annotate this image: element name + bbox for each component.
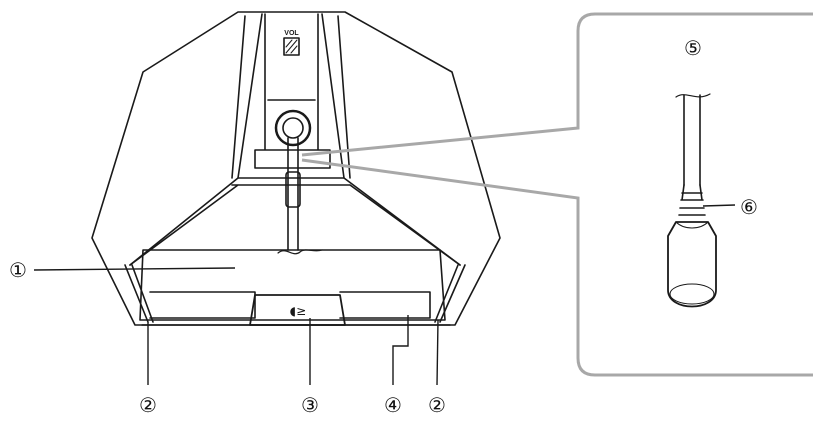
mic-strain-relief [678,184,706,216]
mic-head [667,221,717,308]
base-front-inner [149,291,431,319]
callout-2-right: ② [428,395,446,417]
leader-6 [702,204,736,207]
callout-5: ⑤ [684,38,702,60]
callout-frame [301,12,813,377]
mic-cable-cut [675,93,711,98]
mic-cable [683,94,701,186]
left-indicator [124,264,154,323]
vol-label: VOL [284,30,299,37]
callout-6: ⑥ [740,197,758,219]
right-indicator [434,264,466,323]
talk-button-icon: ◖≥ [290,304,306,318]
control-panel-strip [254,13,331,169]
gooseneck-stem [277,137,323,255]
volume-control [283,37,300,56]
mic-head-rim [675,221,709,229]
callout-3: ③ [301,395,319,417]
mic-socket-inner [282,117,304,139]
callout-4: ④ [384,395,402,417]
mic-head-tip [669,283,715,305]
leader-1 [33,267,236,271]
leader-lines [33,204,736,386]
base-left-facet [129,13,263,266]
callout-1: ① [9,260,27,282]
leader-4 [392,315,409,385]
callout-detail [301,12,813,377]
base-unit: VOL ◖≥ [91,11,501,326]
base-right-facet [321,13,461,266]
stem-lines [287,137,299,251]
stem-cut-mark [277,249,323,255]
volume-control-hatch [285,39,298,54]
base-front-panel [139,249,446,321]
stem-collar [285,171,301,208]
leader-2-right [436,319,439,386]
mic-socket-outer [274,109,312,147]
base-ridge [129,177,461,266]
callout-2-left: ② [139,395,157,417]
callout-labels: ① ② ③ ④ ② ⑤ ⑥ [9,38,758,417]
